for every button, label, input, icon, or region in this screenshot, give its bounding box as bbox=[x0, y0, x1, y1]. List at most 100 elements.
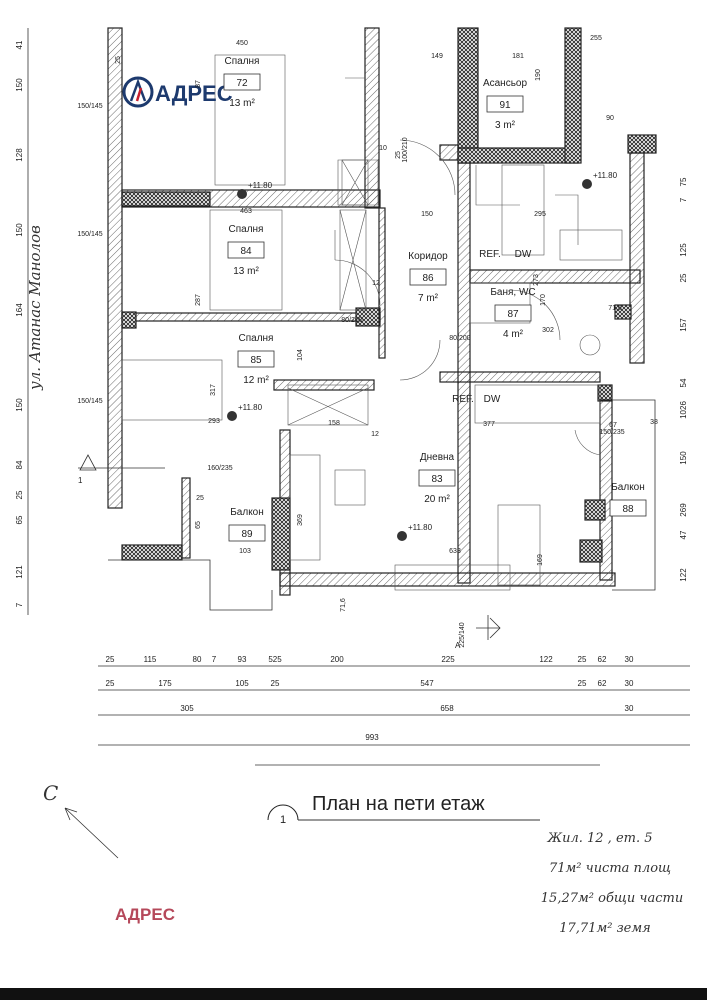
dimension-label: 90 bbox=[606, 115, 614, 122]
room-area: 4 m² bbox=[503, 329, 524, 340]
room-name: Спалня bbox=[229, 224, 264, 235]
dimension-label: 25 bbox=[196, 495, 204, 502]
dimension-label: 302 bbox=[542, 327, 554, 334]
dimension-label: 25 bbox=[395, 151, 402, 159]
dimension-label: 93 bbox=[238, 655, 247, 664]
watermark: АДРЕС bbox=[115, 905, 175, 924]
dimension-label: 269 bbox=[679, 503, 688, 517]
dimension-label: 25 bbox=[106, 679, 115, 688]
dimension-label: 305 bbox=[180, 704, 194, 713]
dimension-label: 25 bbox=[271, 679, 280, 688]
dimension-label: 38 bbox=[650, 419, 658, 426]
dimension-label: 121 bbox=[15, 565, 24, 579]
room-number-box bbox=[227, 241, 265, 259]
dimension-label: 80/200 bbox=[449, 335, 471, 342]
section-1-icon bbox=[78, 454, 165, 471]
dimension-label: 7 bbox=[15, 602, 24, 607]
dimension-label: 175 bbox=[158, 679, 172, 688]
room-number-box bbox=[237, 350, 275, 368]
room-area: 13 m² bbox=[229, 98, 255, 109]
handwritten-note: 15,27м² общи части bbox=[541, 891, 683, 906]
elevation-mark: +11.80 bbox=[238, 403, 263, 412]
dimension-label: 71,6 bbox=[340, 598, 347, 612]
dimension-label: 658 bbox=[440, 704, 454, 713]
dimension-label: 128 bbox=[15, 148, 24, 162]
dimension-label: 30 bbox=[625, 679, 634, 688]
appliance-label: DW bbox=[515, 249, 532, 260]
dimension-label: 75 bbox=[679, 177, 688, 186]
room-name: Балкон bbox=[611, 482, 645, 493]
dimension-label: 164 bbox=[15, 303, 24, 317]
dimension-label: 65 bbox=[195, 521, 202, 529]
dimension-label: 377 bbox=[483, 421, 495, 428]
room-number: 87 bbox=[507, 309, 519, 320]
room-number: 91 bbox=[499, 100, 511, 111]
dimension-label: 105 bbox=[235, 679, 249, 688]
elevation-marker-icon bbox=[582, 179, 592, 189]
dimension-label: 7 bbox=[212, 655, 217, 664]
north-marker: С bbox=[43, 781, 58, 805]
dimension-label: 317 bbox=[210, 384, 217, 396]
room-number: 86 bbox=[422, 273, 434, 284]
dimension-label: 71,6 bbox=[608, 305, 622, 312]
dimension-label: 158 bbox=[328, 420, 340, 427]
street-label: ул. Атанас Манолов bbox=[26, 225, 44, 391]
dimension-label: 463 bbox=[240, 208, 252, 215]
dimension-label: 170 bbox=[540, 294, 547, 306]
elevation-marker-icon bbox=[397, 531, 407, 541]
dimension-label: 169 bbox=[537, 554, 544, 566]
dimension-label: 225/140 bbox=[459, 622, 466, 647]
appliance-label: REF. bbox=[479, 249, 501, 260]
room-name: Дневна bbox=[420, 452, 455, 463]
dimension-label: 12 bbox=[371, 431, 379, 438]
dimension-label: 150 bbox=[421, 211, 433, 218]
dimension-label: 150 bbox=[679, 451, 688, 465]
dimension-label: 80/200 bbox=[341, 317, 363, 324]
section-marker-1: 1 bbox=[78, 476, 83, 485]
dimension-label: 1026 bbox=[679, 401, 688, 419]
dimension-label: 150/145 bbox=[77, 103, 102, 110]
north-arrow-icon bbox=[64, 807, 119, 859]
dimension-label: 67 bbox=[609, 422, 617, 429]
dimension-label: 122 bbox=[679, 568, 688, 582]
dimension-label: 47 bbox=[679, 530, 688, 539]
dimension-label: 25 bbox=[578, 655, 587, 664]
dimension-label: 547 bbox=[420, 679, 434, 688]
plan-number-circle bbox=[267, 804, 299, 821]
elevation-marker-icon bbox=[227, 411, 237, 421]
room-number: 85 bbox=[250, 355, 262, 366]
dimension-label: 125 bbox=[679, 243, 688, 257]
dimension-label: 149 bbox=[431, 53, 443, 60]
room-name: Баня, WC bbox=[490, 287, 535, 298]
dimension-label: 54 bbox=[679, 378, 688, 387]
room-area: 20 m² bbox=[424, 494, 450, 505]
section-a-icon bbox=[476, 615, 501, 640]
dimension-label: 181 bbox=[512, 53, 524, 60]
room-number-box bbox=[228, 524, 266, 542]
dimension-label: 100/210 bbox=[402, 137, 409, 162]
dimension-label: 30 bbox=[625, 704, 634, 713]
room-name: Спалня bbox=[225, 56, 260, 67]
dimension-label: 62 bbox=[598, 679, 607, 688]
logo-text: АДРЕС bbox=[155, 81, 233, 106]
dimension-label: 80 bbox=[193, 655, 202, 664]
room-number-box bbox=[223, 73, 261, 91]
dimension-label: 150 bbox=[15, 398, 24, 412]
dimension-label: 10 bbox=[379, 145, 387, 152]
handwritten-note: 17,71м² земя bbox=[559, 921, 651, 936]
dimension-label: 160/235 bbox=[207, 465, 232, 472]
dimension-label: 273 bbox=[533, 274, 540, 286]
room-number-box bbox=[409, 268, 447, 286]
dimension-label: 7 bbox=[679, 197, 688, 202]
room-number-box bbox=[494, 304, 532, 322]
walls bbox=[107, 27, 657, 596]
room-number-box bbox=[486, 95, 524, 113]
handwritten-note: 71м² чиста площ bbox=[549, 861, 671, 876]
dimension-label: 157 bbox=[679, 318, 688, 332]
dimension-label: 25 bbox=[106, 655, 115, 664]
dimension-label: 122 bbox=[539, 655, 553, 664]
dimension-label: 87 bbox=[195, 80, 202, 88]
dimension-label: 150/145 bbox=[77, 398, 102, 405]
